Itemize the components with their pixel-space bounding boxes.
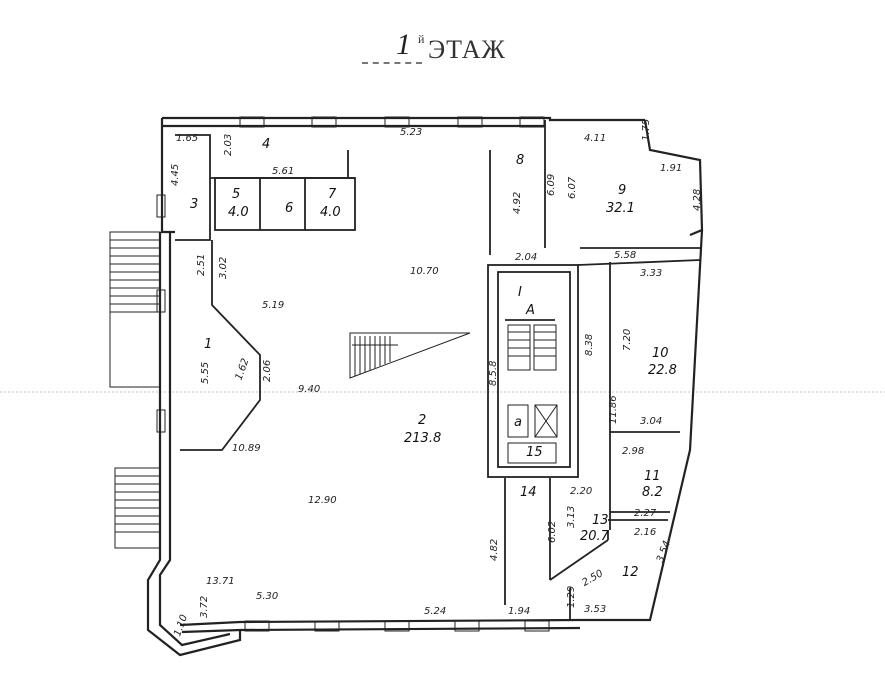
floor-number: 1 [396,28,411,61]
dim-label: 1.29 [566,586,577,608]
central-stair [349,332,471,379]
dim-label: 6.02 [547,521,558,543]
dim-label: 5.19 [262,300,284,311]
dim-label: 11.86 [608,395,619,424]
room-label-4: 4 [262,137,270,152]
dim-label: 4.92 [512,192,523,214]
dim-label: 3.04 [640,416,662,427]
room-label-14: 14 [520,485,537,500]
dim-label: 10.89 [232,443,261,454]
dim-label: 4.45 [170,164,181,186]
room-area-5: 4.0 [228,205,249,220]
dim-label: 2.04 [515,252,537,263]
room-label-a: а [514,415,522,430]
dim-label: 5.55 [200,362,211,384]
outer-walls [146,116,704,657]
floor-number-suffix: й [418,32,425,46]
dim-label: 3.33 [640,268,662,279]
dim-label: 3.72 [199,596,210,618]
room-label-3: 3 [190,197,198,212]
room-label-7: 7 [328,187,337,202]
dim-label: 9.40 [298,384,320,395]
dim-label: 3.13 [566,506,577,528]
dim-label: 5.58 [614,250,636,261]
floor-title: 1 й ЭТАЖ [360,28,540,70]
floor-word: ЭТАЖ [428,35,506,64]
room-label-9: 9 [618,183,626,198]
room-label-8: 8 [516,153,524,168]
room-area-13: 20.7 [580,529,610,544]
dim-label: 2.20 [570,486,592,497]
room-label-2: 2 [418,413,426,428]
room-label-A: А [525,303,535,318]
dim-label: 2.98 [622,446,644,457]
dim-label: 1.75 [641,119,652,141]
dim-label: 13.71 [206,576,235,587]
dim-label: 2.51 [196,254,207,276]
dim-label: 1.91 [660,163,682,174]
dim-label: 2.27 [634,508,657,519]
dim-label: 5.24 [424,606,446,617]
room-label-10: 10 [652,346,669,361]
room-label-13: 13 [592,513,609,528]
room-area-10: 22.8 [648,363,677,378]
dim-label: 10.70 [410,266,439,277]
dim-label: 3.02 [218,257,229,279]
room-labels: 4 3 5 4.0 6 7 4.0 8 9 32.1 1 2 213.8 I А… [190,137,677,580]
partitions [175,120,701,620]
room-area-2: 213.8 [404,431,441,446]
room-label-15: 15 [526,445,543,460]
room-area-7: 4.0 [320,205,341,220]
room-label-11: 11 [644,469,661,484]
room-label-6: 6 [285,201,293,216]
dim-label: 3.53 [584,604,606,615]
room-label-1: 1 [204,337,212,352]
windows [156,116,550,632]
room-label-I: I [518,285,522,300]
dim-label: 5.61 [272,166,294,177]
dim-label: 8.38 [584,334,595,356]
dim-label: 1.62 [234,357,252,382]
dim-label: 4.11 [584,133,606,144]
dim-label: 5.30 [256,591,278,602]
left-steps-top [109,231,161,388]
dim-label: 4.28 [692,189,703,211]
dim-label: 2.03 [223,134,234,156]
left-steps-bottom [114,467,161,549]
room-area-9: 32.1 [606,201,635,216]
dim-label: 8.5.8 [488,361,499,386]
title-underline [362,62,422,64]
dim-label: 6.09 [546,174,557,196]
room-label-12: 12 [622,565,639,580]
dim-label: 12.90 [308,495,337,506]
dim-label: 1.65 [176,133,198,144]
dim-label: 7.20 [622,329,633,351]
dim-label: 5.23 [400,127,422,138]
core-stair [507,324,558,464]
dim-label: 3.54 [655,539,673,564]
room-label-5: 5 [232,187,240,202]
room-area-11: 8.2 [642,485,663,500]
dim-label: 6.07 [567,176,578,199]
dim-label: 1.94 [508,606,530,617]
dim-label: 2.16 [634,527,656,538]
dim-label: 4.82 [489,539,500,561]
dim-label: 2.06 [262,360,273,382]
dim-label: 2.50 [580,568,605,589]
